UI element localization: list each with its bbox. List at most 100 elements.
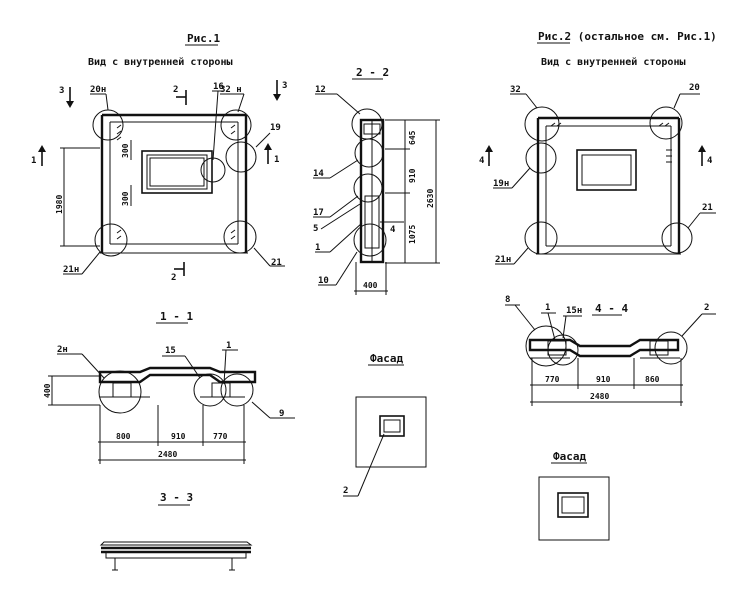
section44-group: 4 - 4 8 1 15н 2 770 910 860 2480 [505, 295, 716, 406]
section33-group: 3 - 3 [99, 491, 253, 571]
section44-dim-770: 770 [545, 375, 560, 384]
facade1-window [379, 415, 405, 437]
section22-node-10 [353, 223, 387, 257]
fig1-callout-21n: 21н [63, 265, 79, 275]
section44-callout-2: 2 [704, 303, 709, 313]
section44-callout-1: 1 [545, 303, 550, 313]
section22-callout-12: 12 [315, 85, 326, 95]
section11-dim-800: 800 [116, 432, 131, 441]
fig2-subtitle: Вид с внутренней стороны [541, 56, 686, 68]
fig1-callout-20n: 20н [90, 85, 106, 95]
fig1-subtitle: Вид с внутренней стороны [88, 56, 233, 68]
fig1-section-2-top: 2 [173, 85, 187, 105]
section22-title: 2 - 2 [356, 66, 389, 79]
section11-dim-2480: 2480 [158, 450, 177, 459]
svg-text:1: 1 [274, 155, 279, 165]
fig1-dim-300b: 300 [121, 191, 130, 206]
svg-text:4: 4 [479, 156, 485, 166]
section11-profile [98, 366, 257, 384]
fig2-group: Рис.2 (остальное см. Рис.1) Вид с внутре… [479, 30, 717, 265]
section44-profile [528, 338, 680, 358]
section11-node-9 [220, 373, 254, 407]
fig1-callout-21: 21 [271, 258, 282, 268]
section44-dim-910: 910 [596, 375, 611, 384]
fig1-node-16 [200, 157, 226, 183]
facade2-group: Фасад [538, 450, 610, 541]
section11-callout-1: 1 [226, 341, 231, 351]
fig1-section-3-right: 3 [273, 80, 287, 101]
fig1-node-21n [94, 223, 128, 257]
section11-dim-910: 910 [171, 432, 186, 441]
facade2-panel [538, 476, 610, 541]
fig2-node-21n [524, 221, 558, 255]
facade2-title: Фасад [553, 450, 586, 463]
section22-dim-645: 645 [408, 130, 417, 145]
fig1-dim-300a: 300 [121, 143, 130, 158]
section44-dim-860: 860 [645, 375, 660, 384]
svg-text:4: 4 [707, 156, 713, 166]
section22-callout-4: 4 [390, 225, 396, 235]
fig1-title: Рис.1 [187, 32, 220, 45]
fig1-node-32n [220, 109, 252, 141]
section22-dim-1075: 1075 [408, 225, 417, 244]
fig2-title: Рис.2 (остальное см. Рис.1) [538, 30, 717, 43]
fig2-panel [536, 116, 681, 255]
section33-title: 3 - 3 [160, 491, 193, 504]
section22-callout-14: 14 [313, 169, 324, 179]
section11-group: 1 - 1 2н 15 1 9 400 800 910 770 2480 [43, 310, 295, 464]
fig2-callout-19n: 19н [493, 179, 509, 189]
fig2-callout-20: 20 [689, 83, 700, 93]
facade1-group: Фасад 2 [343, 352, 427, 497]
section44-node-8 [525, 325, 567, 367]
fig1-callout-32n: 32 н [220, 85, 242, 95]
fig2-section-4-right: 4 [698, 145, 713, 166]
fig1-node-19 [225, 141, 257, 173]
fig1-section-3-left: 3 [59, 86, 74, 108]
section44-node-2 [654, 331, 688, 365]
section11-callout-9: 9 [279, 409, 284, 419]
fig1-section-1-right: 1 [264, 143, 279, 165]
section11-callout-2n: 2н [57, 345, 68, 355]
section44-callout-15n: 15н [566, 306, 582, 316]
facade1-title: Фасад [370, 352, 403, 365]
fig2-node-21 [661, 222, 693, 254]
section11-dim-770: 770 [213, 432, 228, 441]
section22-callout-10: 10 [318, 276, 329, 286]
fig2-callout-21: 21 [702, 203, 713, 213]
fig2-node-20 [649, 106, 683, 140]
section22-dim-2630: 2630 [426, 189, 435, 208]
section22-group: 2 - 2 12 14 17 5 1 10 4 645 910 1075 [313, 66, 440, 295]
section11-title: 1 - 1 [160, 310, 193, 323]
facade1-callout-2: 2 [343, 486, 348, 496]
svg-text:3: 3 [59, 86, 64, 96]
facade1-panel [355, 396, 427, 468]
fig2-node-32 [524, 106, 560, 142]
fig1-section-1-left: 1 [31, 145, 46, 166]
svg-text:1: 1 [31, 156, 36, 166]
section22-dim-910: 910 [408, 168, 417, 183]
svg-text:3: 3 [282, 81, 287, 91]
section11-callout-15: 15 [165, 346, 176, 356]
fig2-node-19n [525, 142, 557, 174]
section11-node-2n [98, 370, 142, 414]
fig2-callout-32: 32 [510, 85, 521, 95]
section22-callout-1: 1 [315, 243, 320, 253]
fig1-panel [100, 113, 248, 254]
fig2-section-4-left: 4 [479, 145, 493, 166]
section22-node-14 [354, 138, 384, 168]
section44-dim-2480: 2480 [590, 392, 609, 401]
fig2-callout-21n: 21н [495, 255, 511, 265]
fig1-section-2-bottom: 2 [171, 262, 185, 283]
fig1-callout-16: 16 [213, 82, 224, 92]
section22-dim-400: 400 [363, 281, 378, 290]
section44-callout-8: 8 [505, 295, 510, 305]
fig1-node-21 [223, 220, 257, 254]
facade2-window [557, 492, 589, 518]
fig1-dim-1980: 1980 [55, 195, 64, 214]
section11-node-15 [193, 373, 227, 407]
section11-dim-400: 400 [43, 383, 52, 398]
section33-profile [101, 546, 251, 554]
fig1-callout-19: 19 [270, 123, 281, 133]
section44-title: 4 - 4 [595, 302, 628, 315]
